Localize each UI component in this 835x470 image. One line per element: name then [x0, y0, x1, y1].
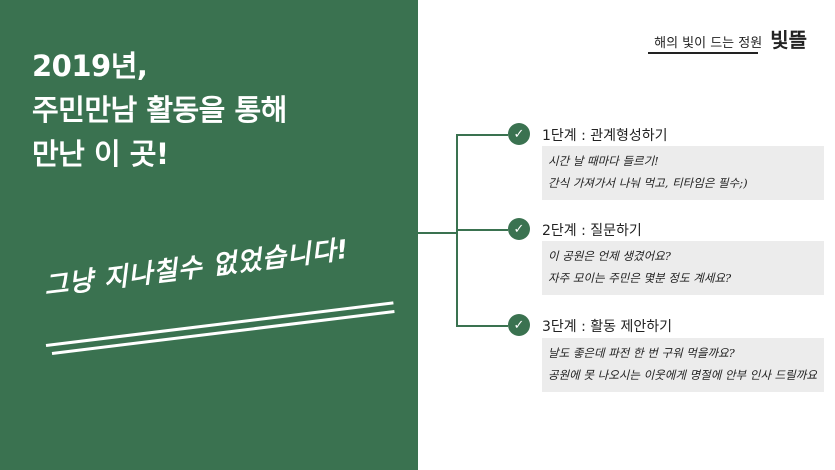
step-2-title: 2단계 : 질문하기: [542, 223, 642, 239]
step-2-line-2: 자주 모이는 주민은 몇분 정도 계세요?: [548, 271, 732, 285]
step-3-line-1: 날도 좋은데 파전 한 번 구워 먹을까요?: [548, 346, 735, 360]
check-circle-icon: ✓: [508, 314, 530, 336]
connector-branch-2: [456, 229, 508, 231]
brand-title: 빛뜰: [770, 28, 807, 52]
step-3-note: 날도 좋은데 파전 한 번 구워 먹을까요? 공원에 못 나오시는 이웃에게 명…: [542, 338, 824, 392]
check-circle-icon: ✓: [508, 218, 530, 240]
step-1-line-2: 간식 가져가서 나눠 먹고, 티타임은 필수;): [548, 176, 748, 190]
connector-main-line: [418, 232, 456, 234]
step-3-line-2: 공원에 못 나오시는 이웃에게 명절에 안부 인사 드릴까요?: [548, 368, 818, 382]
step-2-line-1: 이 공원은 언제 생겼어요?: [548, 249, 671, 263]
brand-underline: [648, 52, 758, 54]
left-panel: 2019년, 주민만남 활동을 통해 만난 이 곳! 그냥 지나칠수 없었습니다…: [0, 0, 418, 470]
slogan-underline-1: [45, 301, 394, 347]
headline-line-2: 주민만남 활동을 통해: [32, 93, 287, 127]
headline-line-1: 2019년,: [32, 49, 148, 83]
headline: 2019년, 주민만남 활동을 통해 만난 이 곳!: [32, 44, 287, 176]
step-1-note: 시간 날 때마다 들르기! 간식 가져가서 나눠 먹고, 티타임은 필수;): [542, 146, 824, 200]
brand-logo: 해의 빛이 드는 정원 빛뜰: [654, 24, 807, 53]
headline-line-3: 만난 이 곳!: [32, 137, 169, 171]
step-1-title: 1단계 : 관계형성하기: [542, 128, 668, 144]
check-circle-icon: ✓: [508, 123, 530, 145]
brand-subtitle: 해의 빛이 드는 정원: [654, 36, 763, 51]
step-1-line-1: 시간 날 때마다 들르기!: [548, 154, 659, 168]
step-2-note: 이 공원은 언제 생겼어요? 자주 모이는 주민은 몇분 정도 계세요?: [542, 241, 824, 295]
connector-branch-1: [456, 134, 508, 136]
slogan-text: 그냥 지나칠수 없었습니다!: [42, 234, 351, 302]
connector-branch-3: [456, 325, 508, 327]
slogan-underline-2: [51, 309, 395, 355]
step-3-title: 3단계 : 활동 제안하기: [542, 319, 673, 335]
